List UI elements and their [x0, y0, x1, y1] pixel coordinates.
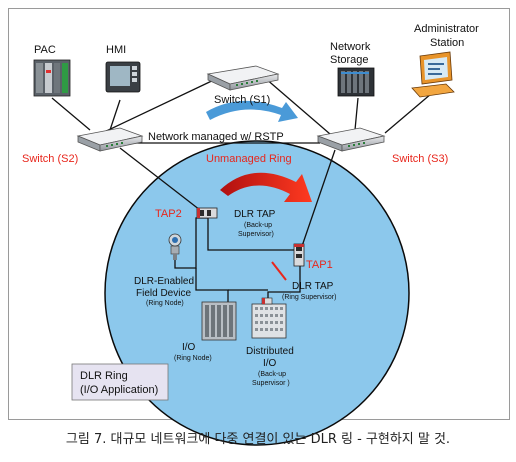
switch-s1[interactable]: [206, 65, 280, 91]
backup-tap-sub-1: (Back-up: [244, 222, 272, 229]
dlr-ring-subtitle: (I/O Application): [80, 384, 158, 396]
hmi-label: HMI: [106, 44, 126, 56]
dist-io-sub-1: (Back-up: [258, 371, 286, 378]
switch-s3-label: Switch (S3): [392, 153, 448, 165]
dlr-ring-box: [71, 363, 169, 401]
field-device-sub: (Ring Node): [146, 300, 184, 307]
rstp-arrow: [206, 100, 298, 122]
supervisor-tap-sub: (Ring Supervisor): [282, 294, 336, 301]
io-ring-node[interactable]: [201, 301, 237, 341]
admin-label-1: Administrator: [414, 23, 479, 35]
tap2-label: TAP2: [155, 208, 182, 220]
unmanaged-ring-label: Unmanaged Ring: [206, 153, 292, 165]
unmanaged-ring-arrow: [220, 172, 312, 202]
switch-s1-label: Switch (S1): [214, 94, 270, 106]
broken-link-mark: [271, 261, 287, 281]
switch-s3[interactable]: [316, 127, 386, 152]
tap1-label: TAP1: [306, 259, 333, 271]
backup-tap-title: DLR TAP: [234, 209, 276, 220]
field-device-label-2: Field Device: [136, 288, 191, 299]
network-storage-label-2: Storage: [330, 54, 369, 66]
ring-wiring: [174, 217, 301, 303]
field-device[interactable]: [168, 233, 182, 260]
pac-label: PAC: [34, 44, 56, 56]
network-storage-device[interactable]: [337, 67, 375, 97]
network-managed-label: Network managed w/ RSTP: [148, 131, 284, 143]
dlr-ring-title: DLR Ring: [80, 370, 128, 382]
network-storage-label-1: Network: [330, 41, 371, 53]
dlr-ring-area: [104, 140, 410, 446]
distributed-io-device[interactable]: [251, 297, 287, 339]
administrator-station[interactable]: [411, 51, 455, 98]
field-device-label-1: DLR-Enabled: [134, 276, 194, 287]
admin-label-2: Station: [430, 37, 464, 49]
hmi-device[interactable]: [105, 61, 141, 93]
io-sub: (Ring Node): [174, 355, 212, 362]
dist-io-sub-2: Supervisor ): [252, 380, 290, 387]
switch-s2[interactable]: [76, 127, 144, 152]
pac-device[interactable]: [33, 59, 71, 97]
dist-io-label-1: Distributed: [246, 346, 294, 357]
supervisor-tap-title: DLR TAP: [292, 281, 334, 292]
tap1-device[interactable]: [293, 243, 305, 267]
tap2-device[interactable]: [196, 207, 218, 219]
figure-caption: 그림 7. 대규모 네트워크에 다중 연결이 있는 DLR 링 - 구현하지 말…: [65, 432, 451, 447]
switch-s2-label: Switch (S2): [22, 153, 78, 165]
dist-io-label-2: I/O: [263, 358, 277, 369]
backup-tap-sub-2: Supervisor): [238, 231, 274, 238]
io-label: I/O: [182, 342, 196, 353]
